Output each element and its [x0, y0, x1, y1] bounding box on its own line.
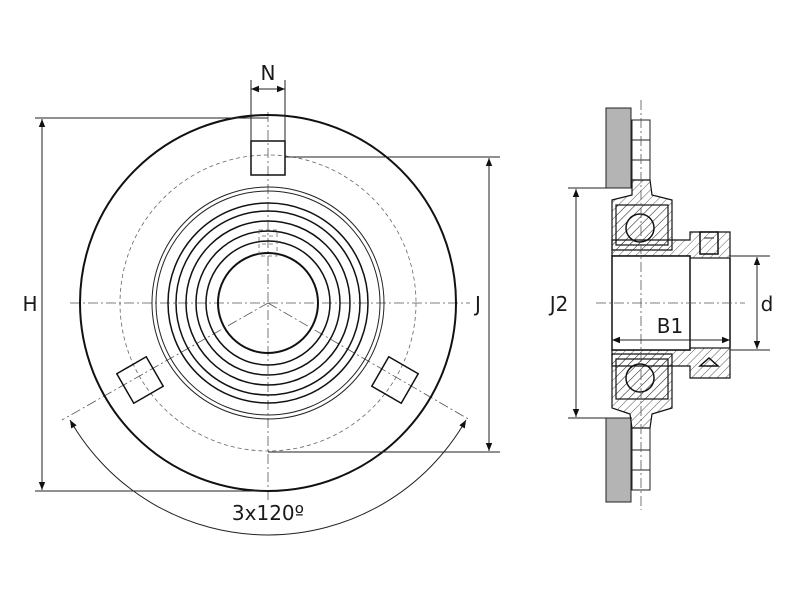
bore-circle [217, 252, 319, 354]
set-screw-icon [258, 229, 278, 257]
bolt-hole-top [250, 140, 286, 176]
bolt-hole-right [370, 355, 420, 405]
bearing-outer-ring [167, 202, 369, 404]
bolt-hole-left [115, 355, 165, 405]
radial-centerline-right [267, 302, 471, 421]
outer-ring-upper [615, 204, 669, 246]
wall-lower [605, 417, 632, 503]
label-j: J [473, 292, 481, 316]
label-n: N [261, 61, 276, 85]
radial-centerline-left [61, 302, 269, 421]
housing-circle-2 [155, 190, 381, 416]
front-view: N H J 3x120º [22, 61, 500, 536]
label-angle: 3x120º [232, 501, 304, 525]
set-screw-upper-icon [699, 231, 719, 255]
bearing-ring-2 [175, 210, 361, 396]
inner-ring-2 [205, 240, 331, 366]
label-d: d [761, 292, 774, 316]
housing-outer-circle [151, 186, 385, 420]
side-section-view: J2 B1 d [548, 100, 774, 510]
set-screw-lower-icon [698, 356, 720, 367]
label-b1: B1 [657, 314, 683, 338]
bolt-pitch-circle [119, 154, 417, 452]
angle-dimension-arc [69, 419, 467, 536]
label-j2: J2 [548, 292, 569, 316]
wall-upper [605, 107, 632, 189]
label-h: H [22, 292, 37, 316]
bearing-ring-3 [185, 220, 351, 386]
inner-ring-outer [195, 230, 341, 376]
